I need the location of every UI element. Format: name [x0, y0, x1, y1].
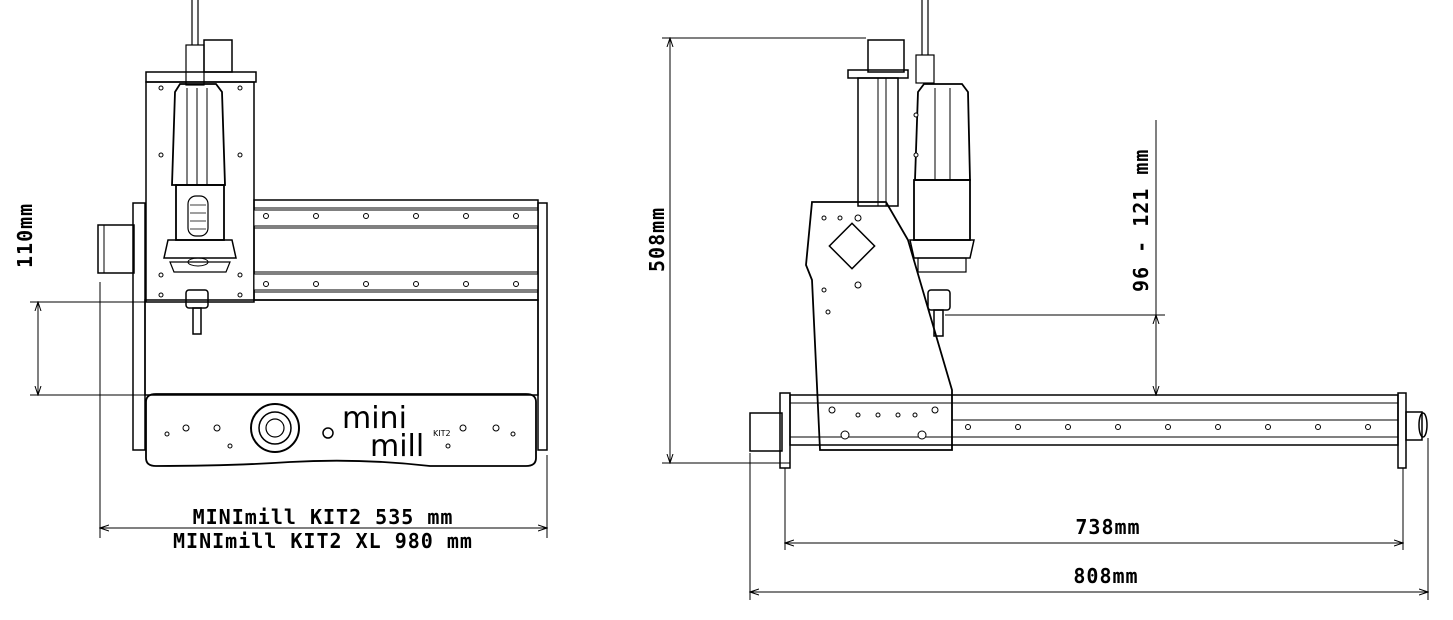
- logo-badge: KIT2: [433, 429, 451, 438]
- z-axis-plate: [145, 81, 255, 303]
- side-height-label: 508mm: [645, 207, 669, 272]
- front-width-label-1: MINImill KIT2 535 mm: [193, 505, 454, 529]
- logo-line-2: mill: [370, 429, 424, 464]
- front-height-label: 110mm: [13, 203, 37, 268]
- front-width-label-2: MINImill KIT2 XL 980 mm: [173, 529, 473, 553]
- side-view-holes: [821, 112, 1371, 440]
- logo-line-1: mini: [342, 401, 407, 436]
- front-view-holes: [158, 85, 519, 449]
- front-panel: [145, 393, 537, 467]
- outer-width-label: 808mm: [1073, 564, 1138, 588]
- front-view-dimensions: [30, 282, 547, 538]
- side-view-dimensions: [662, 38, 1428, 600]
- travel-label: 96 - 121 mm: [1129, 149, 1153, 292]
- inner-width-label: 738mm: [1075, 515, 1140, 539]
- front-view: [97, 0, 548, 467]
- side-plate: [805, 201, 953, 451]
- minimill-logo: mini mill KIT2: [342, 401, 451, 464]
- side-view: [749, 0, 1428, 469]
- spindle-body: [171, 83, 226, 186]
